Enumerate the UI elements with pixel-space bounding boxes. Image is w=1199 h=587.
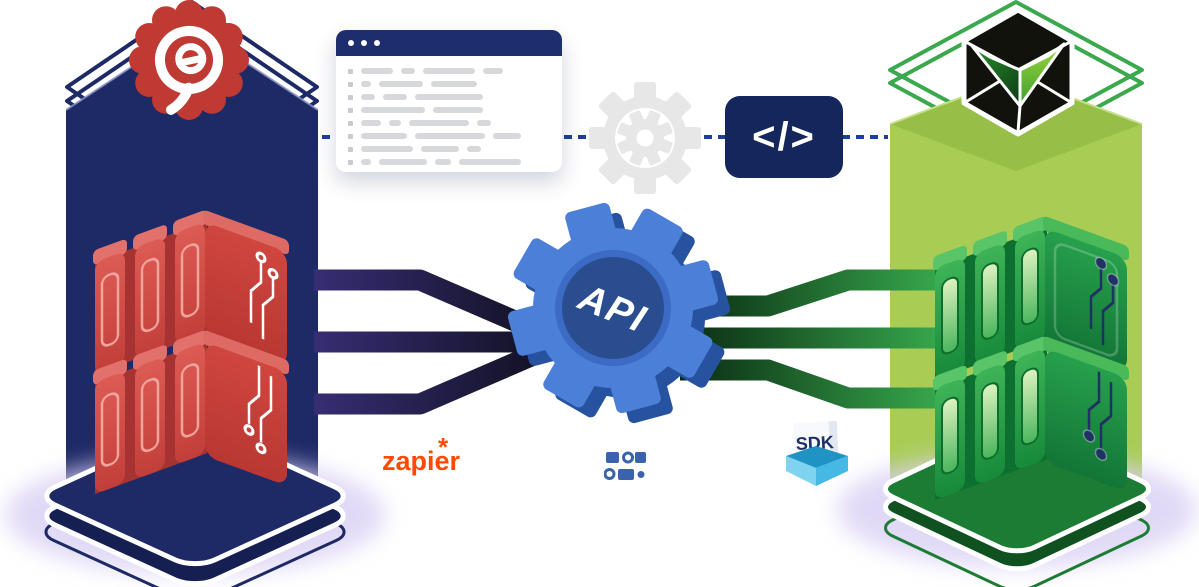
window-dot-icon — [361, 40, 367, 46]
sdk-box-icon: SDK — [778, 416, 854, 488]
dashed-connector-1 — [322, 135, 338, 139]
browser-window — [336, 30, 562, 172]
dashed-connector-4 — [842, 135, 888, 139]
server-blocks-right — [933, 216, 1129, 500]
window-dot-icon — [348, 40, 354, 46]
zapier-text: zapier — [382, 446, 461, 476]
v-cube-badge-icon — [961, 7, 1075, 137]
circuit-plug-icon — [604, 449, 650, 483]
e-letter-glyph — [155, 26, 223, 115]
zapier-logo: zapier * — [382, 432, 461, 477]
zapier-asterisk-icon: * — [438, 432, 449, 462]
dashed-connector-2 — [564, 135, 600, 139]
sdk-label: SDK — [795, 432, 834, 454]
dashed-connector-3 — [690, 135, 726, 139]
browser-code-lines — [336, 56, 562, 165]
window-dot-icon — [374, 40, 380, 46]
code-tag-icon: </> — [725, 96, 843, 178]
rosette-badge-icon — [129, 0, 249, 120]
server-blocks-left — [93, 210, 289, 494]
gear-outline-icon — [589, 80, 701, 196]
code-tag-label: </> — [752, 114, 816, 159]
browser-titlebar — [336, 30, 562, 56]
api-gear: API — [507, 202, 731, 424]
